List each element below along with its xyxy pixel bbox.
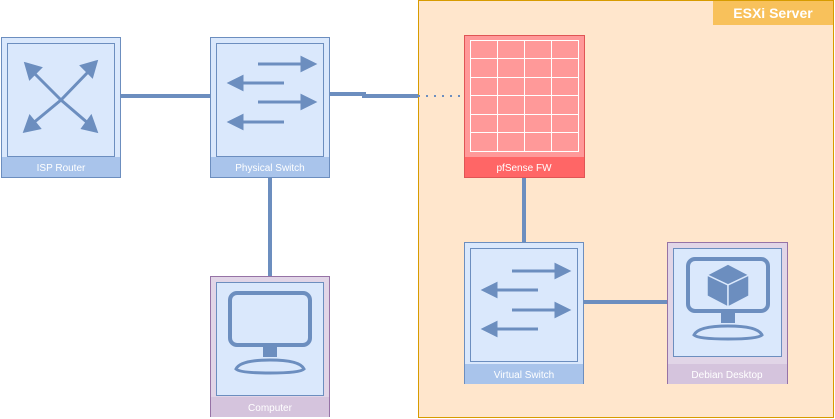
debian-desktop-label: Debian Desktop	[691, 370, 763, 381]
virtual-switch-icon	[480, 262, 572, 338]
cube-icon	[705, 263, 751, 309]
link-switch-esxi	[330, 92, 418, 98]
esxi-title-bar	[713, 1, 833, 25]
monitor-icon	[228, 291, 312, 375]
firewall-icon	[470, 40, 579, 152]
computer-node[interactable]: Computer	[210, 276, 330, 418]
virtual-switch-label: Virtual Switch	[494, 370, 554, 381]
isp-router-label: ISP Router	[37, 163, 86, 174]
virtual-machine-icon	[686, 257, 770, 341]
switch-icon	[226, 55, 318, 131]
esxi-title: ESXi Server	[733, 5, 813, 21]
router-icon	[22, 59, 99, 134]
physical-switch-label: Physical Switch	[235, 163, 304, 174]
isp-router-node[interactable]: ISP Router	[1, 37, 121, 178]
links	[120, 92, 667, 304]
pfsense-label: pfSense FW	[496, 163, 552, 174]
virtual-switch-node[interactable]: Virtual Switch	[464, 242, 584, 385]
debian-desktop-node[interactable]: Debian Desktop	[667, 242, 788, 385]
pfsense-node[interactable]: pfSense FW	[464, 35, 585, 178]
physical-switch-node[interactable]: Physical Switch	[210, 37, 330, 178]
computer-label: Computer	[248, 403, 293, 414]
